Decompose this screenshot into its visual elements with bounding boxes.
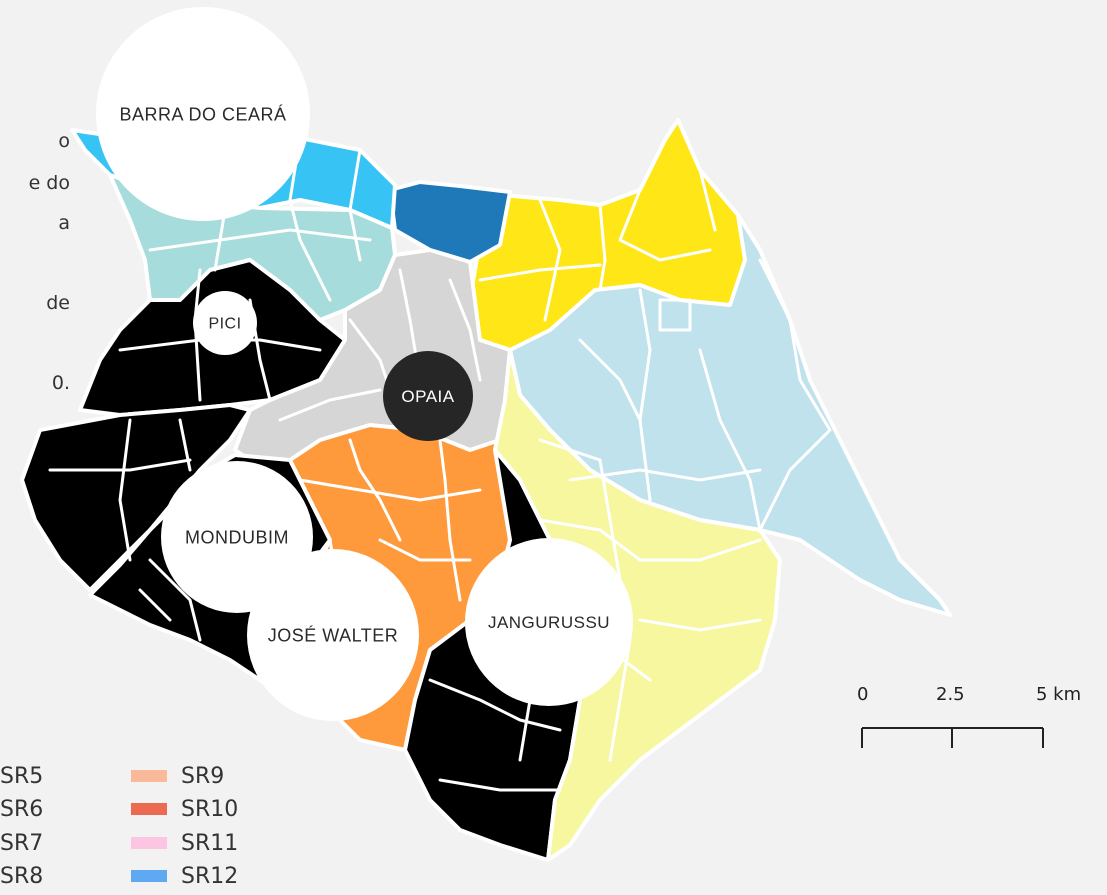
- legend-label: SR8: [0, 863, 44, 889]
- bubble-label-barra-do-ceara: BARRA DO CEARÁ: [119, 104, 286, 124]
- scale-bar: [861, 727, 1044, 748]
- legend-label: SR11: [181, 830, 239, 856]
- legend-item-sr5: SR5: [0, 762, 43, 790]
- bubble-circle: [247, 549, 419, 721]
- side-text-line: a: [58, 212, 70, 234]
- bubble-opaia: OPAIA: [383, 351, 473, 441]
- scale-label-2-5: 2.5: [936, 684, 965, 705]
- bubble-jangurussu: JANGURUSSU: [465, 538, 633, 706]
- bubble-label-jose-walter: JOSÉ WALTER: [268, 625, 399, 645]
- bubble-circle: [383, 351, 473, 441]
- bubble-label-opaia: OPAIA: [401, 387, 454, 406]
- legend-label: SR5: [0, 763, 44, 789]
- legend-item-sr9: SR9: [131, 762, 224, 790]
- bubble-pici: PICI: [193, 291, 257, 355]
- bubble-circle: [465, 538, 633, 706]
- legend-swatch: [131, 803, 167, 815]
- legend-item-sr6: SR6: [0, 795, 43, 823]
- bubble-label-pici: PICI: [208, 316, 241, 333]
- regions-layer: [20, 118, 952, 862]
- bubble-label-mondubim: MONDUBIM: [185, 527, 289, 547]
- neighborhood-bubbles: BARRA DO CEARÁ PICI OPAIA MONDUBIM JOSÉ WALT…: [96, 7, 633, 721]
- legend-label: SR12: [181, 863, 239, 889]
- side-text-line: e do: [28, 172, 70, 194]
- legend-label: SR10: [181, 796, 239, 822]
- scale-label-0: 0: [857, 684, 869, 705]
- region-sr6: [493, 348, 782, 862]
- region-sr2: [388, 180, 512, 264]
- legend-item-sr12: SR12: [131, 862, 238, 890]
- legend-item-sr7: SR7: [0, 829, 43, 857]
- side-text-line: de: [46, 292, 70, 314]
- legend-label: SR9: [181, 763, 225, 789]
- legend-item-sr10: SR10: [131, 795, 238, 823]
- bubble-label-jangurussu: JANGURUSSU: [488, 613, 610, 632]
- legend-label: SR6: [0, 796, 44, 822]
- legend-swatch: [131, 770, 167, 782]
- bubble-circle: [96, 7, 310, 221]
- bubble-jose-walter: JOSÉ WALTER: [247, 549, 419, 721]
- legend-item-sr11: SR11: [131, 829, 238, 857]
- bubble-barra-do-ceara: BARRA DO CEARÁ: [96, 7, 310, 221]
- side-text-line: 0.: [51, 372, 70, 394]
- scale-label-5km: 5 km: [1036, 684, 1082, 705]
- legend-label: SR7: [0, 830, 44, 856]
- side-text-line: o: [58, 130, 70, 152]
- legend-swatch: [131, 870, 167, 882]
- legend-item-sr8: SR8: [0, 862, 43, 890]
- legend-swatch: [131, 837, 167, 849]
- bubble-circle: [193, 291, 257, 355]
